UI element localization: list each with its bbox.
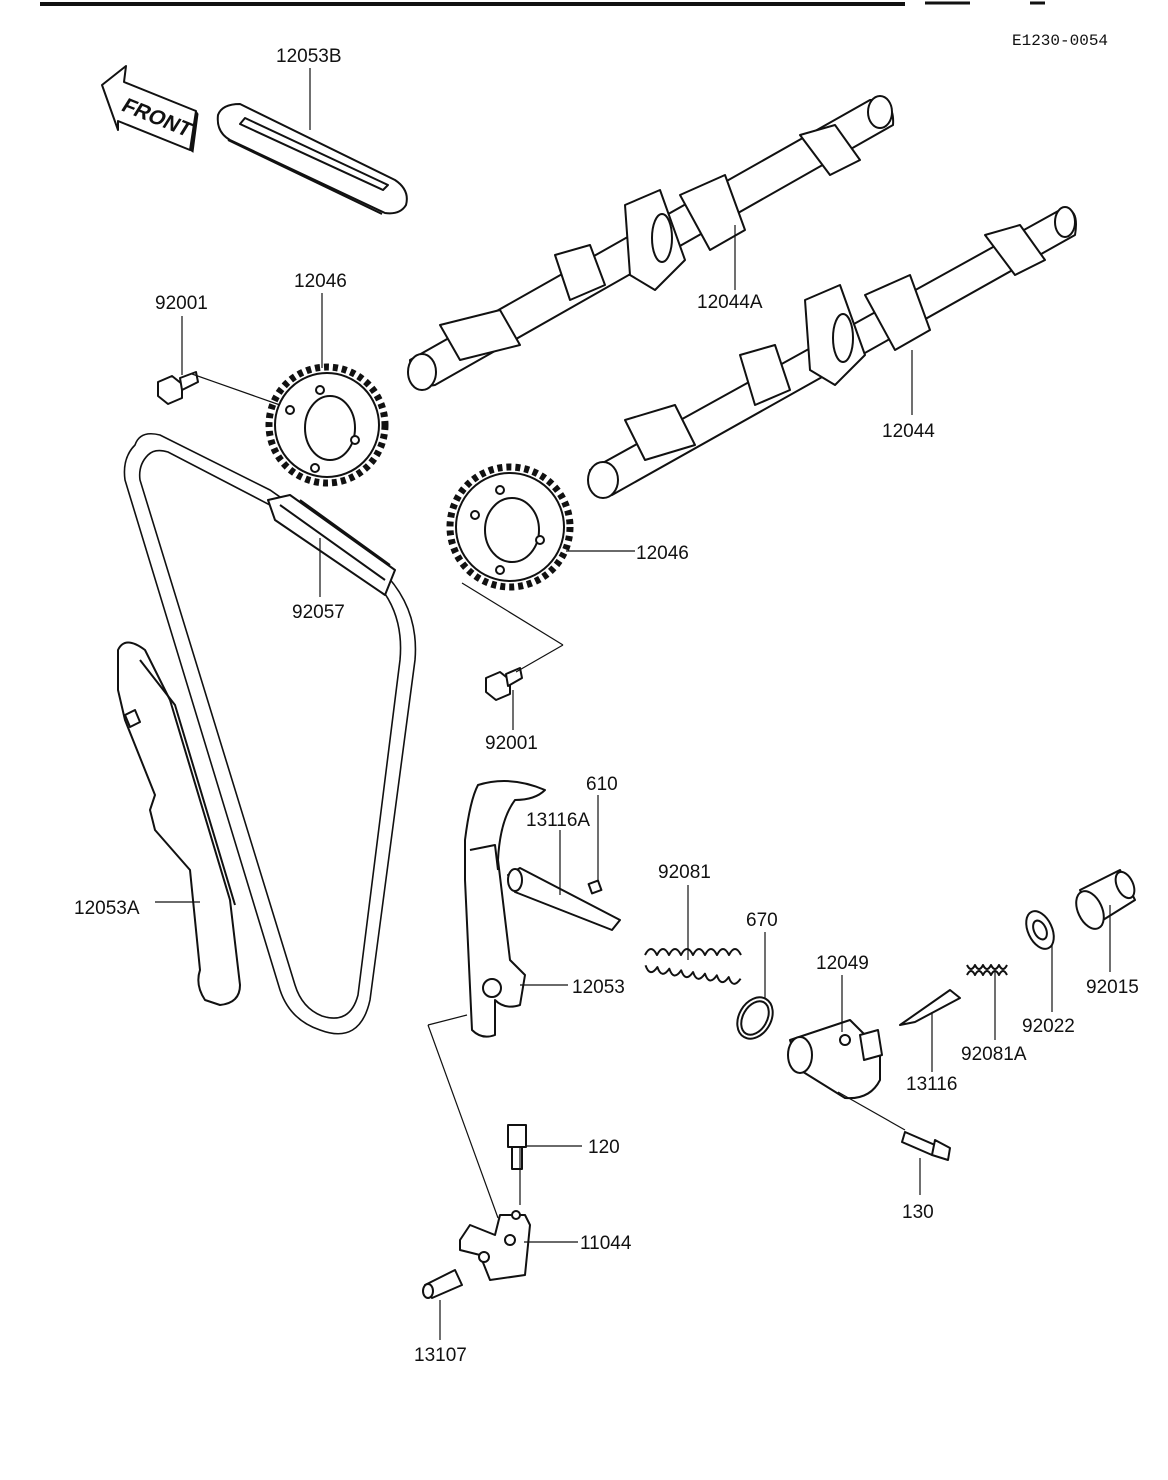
chain-guide-left: [117, 641, 241, 1006]
plunger: [899, 989, 961, 1026]
washer: [1025, 910, 1055, 950]
front-arrow-icon: FRONT: [101, 65, 199, 153]
label-120: 120: [588, 1137, 620, 1158]
label-130: 130: [902, 1202, 934, 1223]
sprocket-mid: [446, 463, 574, 591]
label-12053a: 12053A: [74, 898, 140, 919]
label-92015: 92015: [1086, 977, 1139, 998]
bolt-top: [157, 371, 199, 405]
pin: [587, 879, 603, 895]
diagram-id: E1230-0054: [1012, 32, 1108, 50]
label-92001-top: 92001: [155, 293, 208, 314]
label-92081a: 92081A: [961, 1044, 1027, 1065]
cam-chain: [123, 432, 417, 1035]
leader-lines: [155, 68, 1111, 1340]
label-11044: 11044: [580, 1233, 632, 1254]
label-12044a: 12044A: [697, 292, 763, 313]
bolt-120: [507, 1124, 527, 1170]
tensioner-body: [787, 1019, 883, 1100]
tensioner-guide: [464, 780, 546, 1038]
label-13116: 13116: [906, 1074, 957, 1095]
top-border: [40, 1, 1045, 6]
label-12046-top: 12046: [294, 271, 347, 292]
label-92022: 92022: [1022, 1016, 1075, 1037]
bolt-130: [901, 1131, 951, 1161]
chain-guide-top: [216, 103, 408, 215]
camshaft-a: [407, 95, 895, 391]
sprocket-top: [265, 363, 389, 487]
part-labels: 12053B 12044A 12044 12046 92001 12046 92…: [74, 46, 1139, 1366]
label-12053b: 12053B: [276, 46, 342, 67]
bolt-mid: [485, 667, 523, 701]
label-12044: 12044: [882, 421, 935, 442]
label-12046-mid: 12046: [636, 543, 689, 564]
spring-small: [966, 964, 1008, 976]
label-92057: 92057: [292, 602, 345, 623]
label-92001-mid: 92001: [485, 733, 538, 754]
label-12049: 12049: [816, 953, 869, 974]
camshaft: [587, 206, 1077, 499]
label-12053: 12053: [572, 977, 625, 998]
label-610: 610: [586, 774, 618, 795]
rod: [507, 867, 621, 931]
label-13107: 13107: [414, 1345, 467, 1366]
o-ring: [736, 996, 774, 1040]
label-670: 670: [746, 910, 778, 931]
dowel: [422, 1269, 463, 1299]
label-13116a: 13116A: [526, 810, 590, 831]
spring: [644, 948, 742, 985]
label-92081: 92081: [658, 862, 711, 883]
cap: [1075, 869, 1136, 930]
bracket: [459, 1210, 531, 1281]
